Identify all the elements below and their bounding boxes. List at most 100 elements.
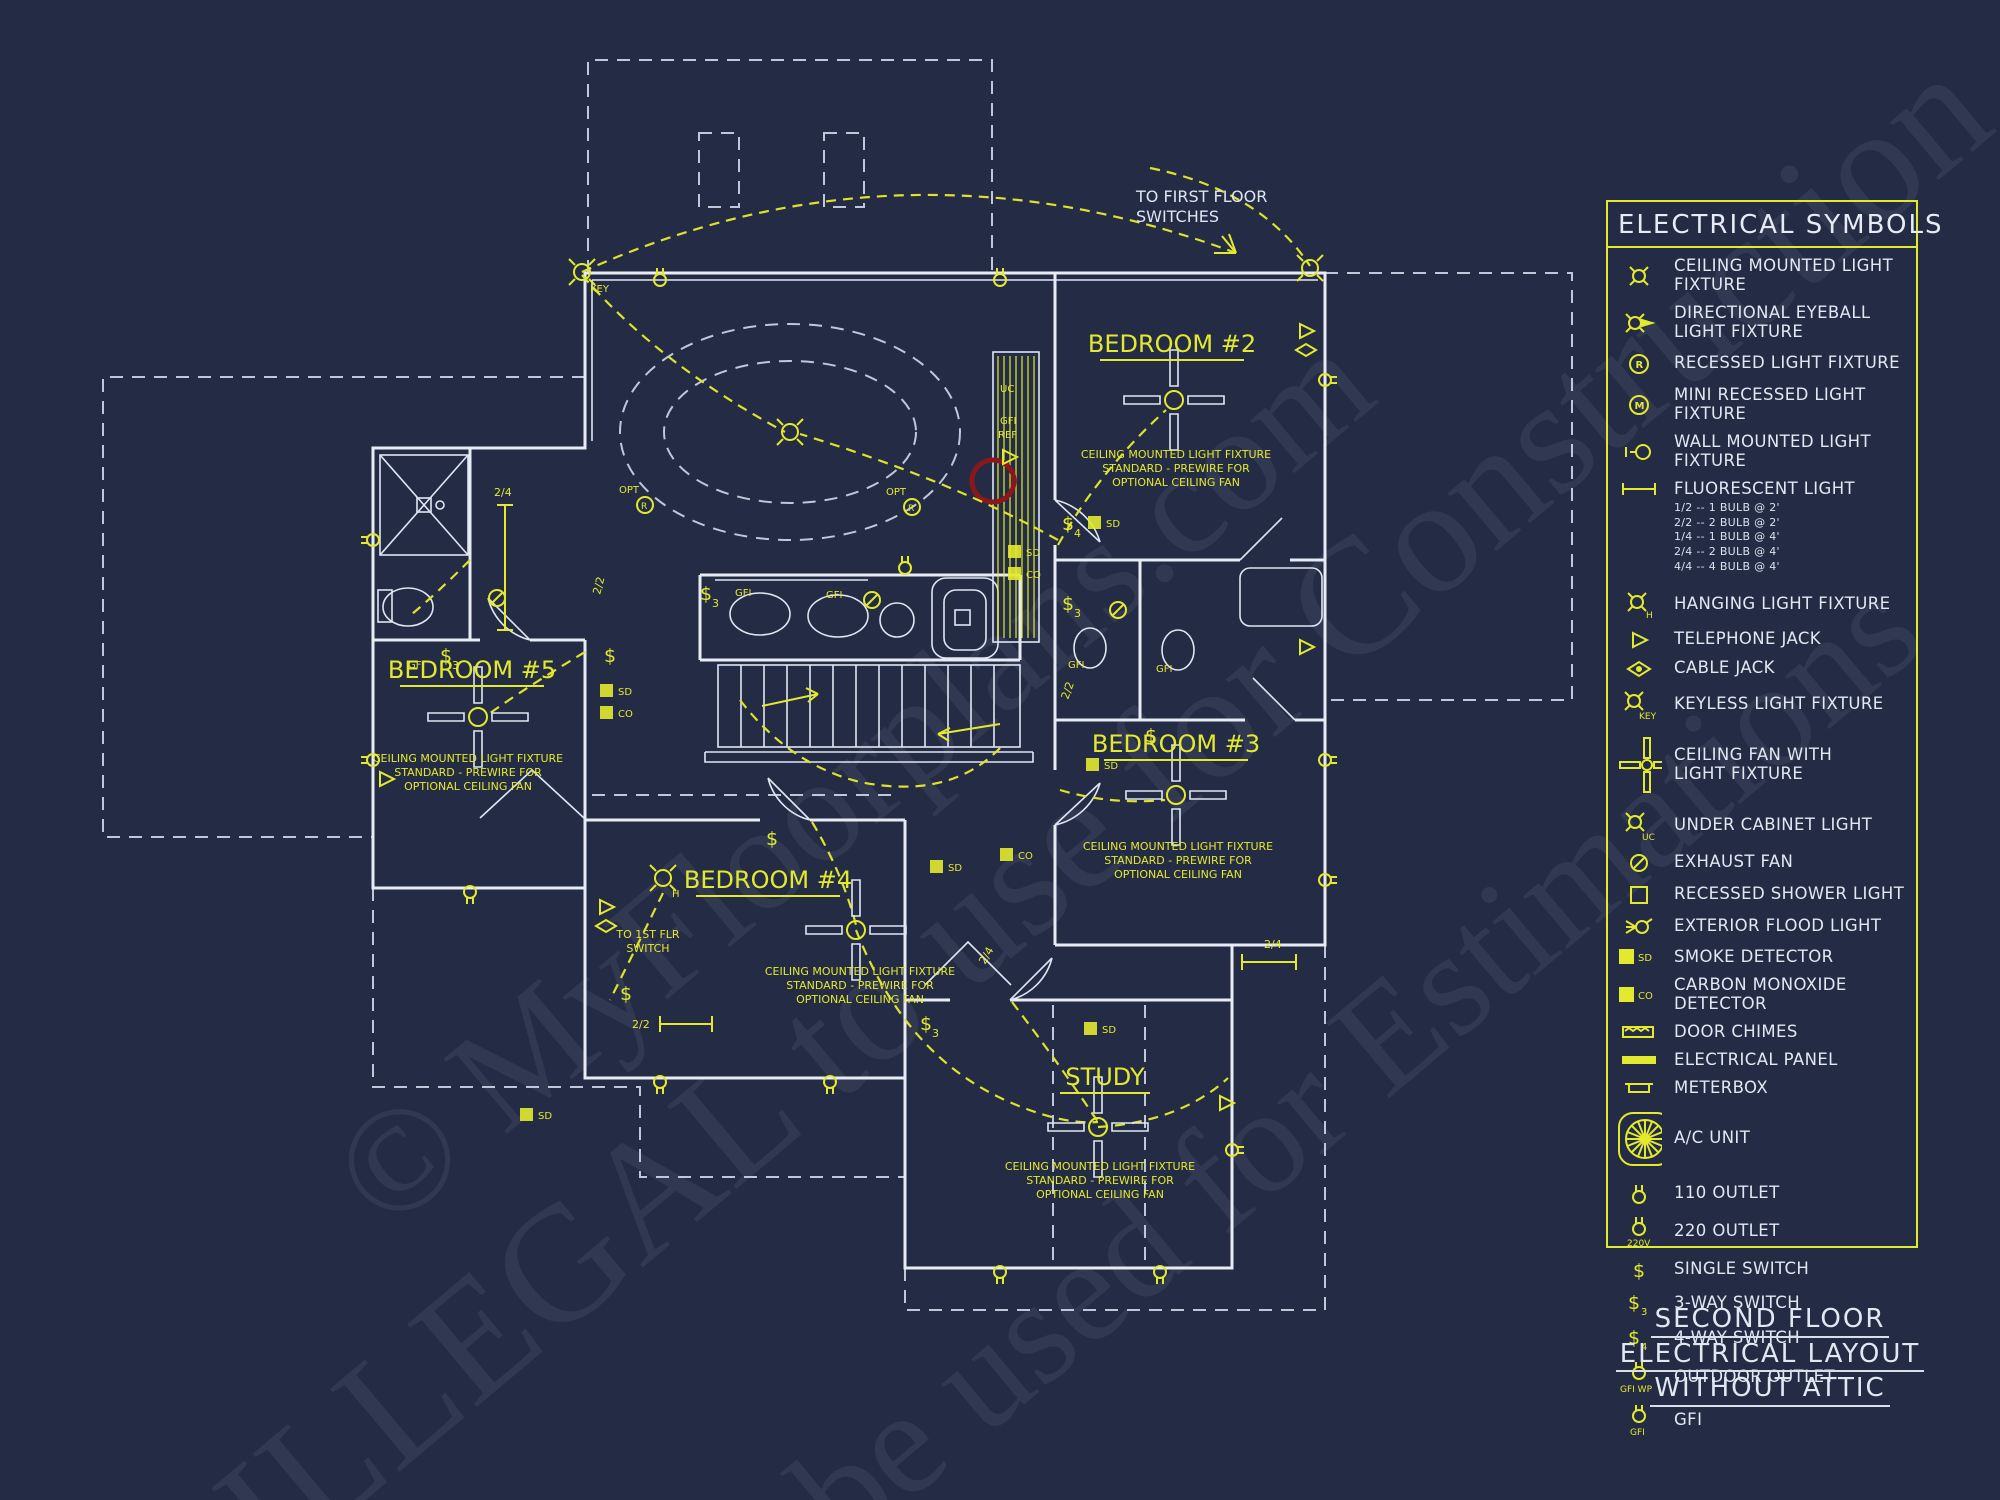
sink [807, 594, 869, 638]
legend-item: $ SINGLE SWITCH [1608, 1258, 1916, 1281]
legend-item: TELEPHONE JACK [1608, 629, 1916, 650]
legend-item: CO CARBON MONOXIDE DETECTOR [1608, 975, 1916, 1014]
svg-text:OPTIONAL CEILING FAN: OPTIONAL CEILING FAN [404, 780, 532, 793]
svg-text:SD: SD [1104, 761, 1118, 772]
svg-text:OPT: OPT [886, 487, 907, 498]
svg-text:SD: SD [1106, 519, 1120, 530]
annotations: TO FIRST FLOOR SWITCHES TO 1ST FLR SWITC… [615, 187, 1267, 955]
roof-overhang-outlines [102, 59, 1573, 1311]
svg-text:H: H [1646, 611, 1653, 621]
toilet [382, 587, 434, 627]
svg-text:SD: SD [1638, 953, 1652, 964]
svg-text:2/4: 2/4 [494, 486, 512, 499]
room-label-bedroom5: BEDROOM #5 [388, 656, 556, 684]
ceiling-fan-icon [1616, 734, 1662, 796]
title-line: SECOND FLOOR [1650, 1305, 1890, 1338]
svg-text:SWITCH: SWITCH [626, 942, 669, 955]
outlet-110-icon [1616, 1182, 1662, 1206]
exhaust-fan [1109, 601, 1127, 619]
interior-walls [373, 273, 1325, 1078]
room-label-study: STUDY [1065, 1063, 1145, 1091]
jack-symbols [379, 322, 1318, 1112]
meterbox-icon [1616, 1080, 1662, 1096]
switch-symbols: $3 $ $4 $3 $ $3 $ $3 $ [440, 513, 1157, 1040]
electrical-panel-icon [1616, 1054, 1662, 1066]
svg-text:CO: CO [618, 709, 633, 720]
legend-item: WALL MOUNTED LIGHT FIXTURE [1608, 432, 1916, 471]
carbon-monoxide-detector-icon: CO [1616, 986, 1662, 1004]
svg-text:OPTIONAL CEILING FAN: OPTIONAL CEILING FAN [1112, 476, 1240, 489]
svg-text:OPTIONAL CEILING FAN: OPTIONAL CEILING FAN [1114, 868, 1242, 881]
recessed-shower-light-symbol [954, 609, 971, 626]
svg-text:R: R [908, 504, 914, 514]
to-first-floor-note: TO FIRST FLOOR [1135, 187, 1267, 206]
cable-jack-icon [1616, 659, 1662, 679]
under-cabinet-light-icon: UC [1616, 810, 1662, 842]
svg-text:3: 3 [1641, 1307, 1647, 1317]
svg-text:SD: SD [1102, 1025, 1116, 1036]
legend-item: ELECTRICAL PANEL [1608, 1050, 1916, 1070]
exhaust-fan [488, 589, 506, 607]
to-1st-flr-note: TO 1ST FLR [615, 928, 680, 941]
svg-text:CEILING MOUNTED LIGHT FIXTURE: CEILING MOUNTED LIGHT FIXTURE [373, 752, 563, 765]
wall-mounted-light-icon [1616, 441, 1662, 463]
directional-eyeball-light-icon [1616, 308, 1662, 338]
detector-symbols: SD CO SD CO SD SD SD CO SD SD [520, 516, 1120, 1122]
svg-text:KEY: KEY [590, 284, 610, 295]
title-line: ELECTRICAL LAYOUT [1615, 1339, 1925, 1373]
legend-item: CABLE JACK [1608, 658, 1916, 679]
legend-item: KEY KEYLESS LIGHT FIXTURE [1608, 688, 1916, 722]
svg-text:SD: SD [1026, 548, 1040, 559]
cabinet-band [992, 351, 1040, 643]
svg-text:CEILING MOUNTED LIGHT FIXTURE: CEILING MOUNTED LIGHT FIXTURE [765, 965, 955, 978]
svg-text:$: $ [1145, 725, 1157, 747]
svg-text:SD: SD [618, 687, 632, 698]
svg-text:REF: REF [998, 430, 1017, 441]
legend-item: RECESSED SHOWER LIGHT [1608, 884, 1916, 906]
legend-item: R RECESSED LIGHT FIXTURE [1608, 351, 1916, 377]
bathtub [1239, 567, 1323, 627]
dimension-tags: 2/2 2/4 2/2 [590, 575, 1077, 966]
svg-text:H: H [672, 889, 680, 900]
chimney-chase [698, 132, 740, 208]
legend-item: $3 3-WAY SWITCH [1608, 1291, 1916, 1317]
ceiling-light [776, 418, 804, 446]
legend-item: DOOR CHIMES [1608, 1022, 1916, 1042]
door-chimes-icon [1616, 1023, 1662, 1041]
legend-item: DIRECTIONAL EYEBALL LIGHT FIXTURE [1608, 303, 1916, 342]
drawing-title-block: SECOND FLOOR ELECTRICAL LAYOUT WITHOUT A… [1570, 1305, 1970, 1409]
svg-text:GFI: GFI [826, 590, 842, 601]
room-label-bedroom3: BEDROOM #3 [1092, 730, 1260, 758]
svg-text:3: 3 [1074, 607, 1081, 620]
svg-text:CO: CO [1026, 570, 1041, 581]
chimney-chase [823, 132, 865, 208]
svg-text:STANDARD - PREWIRE FOR: STANDARD - PREWIRE FOR [1026, 1174, 1174, 1187]
outlet-symbols [361, 268, 1337, 1284]
optional-recessed-light: R OPT [619, 485, 654, 514]
svg-text:$: $ [440, 645, 452, 667]
toilet [1073, 627, 1107, 669]
legend-title: ELECTRICAL SYMBOLS [1606, 200, 1941, 248]
svg-text:OPT: OPT [619, 485, 640, 496]
legend-item: 220V 220 OUTLET [1608, 1215, 1916, 1249]
svg-text:GFI: GFI [1068, 660, 1084, 671]
legend-item: FLUORESCENT LIGHT [1608, 479, 1916, 499]
legend-item: UC UNDER CABINET LIGHT [1608, 810, 1916, 842]
svg-text:GFI: GFI [1156, 664, 1172, 675]
legend-item: M MINI RECESSED LIGHT FIXTURE [1608, 385, 1916, 424]
gfi-outlet-icon: GFI [1616, 1404, 1662, 1438]
recessed-light-icon: R [1616, 351, 1662, 377]
optional-recessed-light: R OPT [886, 487, 921, 516]
keyless-light-icon: KEY [1616, 688, 1662, 722]
legend-item: EXHAUST FAN [1608, 851, 1916, 875]
svg-text:M: M [1635, 401, 1645, 412]
svg-text:GFI: GFI [408, 660, 424, 671]
legend-item: $4 4-WAY SWITCH [1608, 1326, 1916, 1352]
wiring-arcs [411, 166, 1311, 1129]
fixture-notes: CEILING MOUNTED LIGHT FIXTURE STANDARD -… [373, 448, 1273, 1201]
cabinet-labels: UC REF [998, 384, 1017, 441]
bifold-door [479, 768, 585, 819]
svg-text:UC: UC [1642, 833, 1655, 842]
hanging-light: H [649, 864, 680, 900]
legend-item: EXTERIOR FLOOD LIGHT [1608, 915, 1916, 939]
